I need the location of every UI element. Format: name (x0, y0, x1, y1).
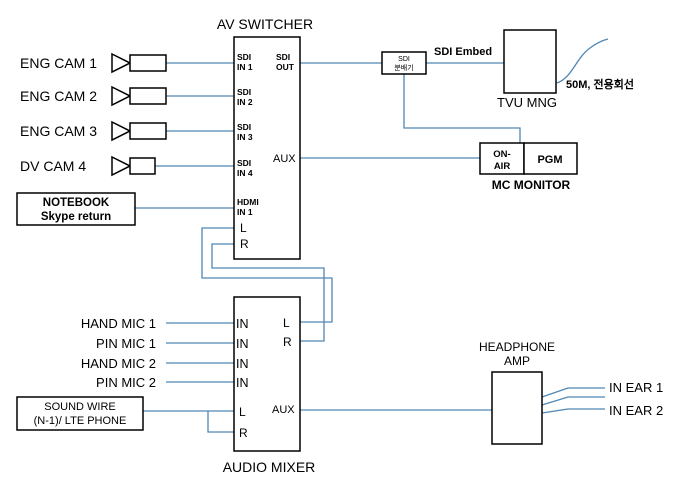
cam2-label: ENG CAM 2 (20, 88, 97, 104)
camera-1: ENG CAM 1 (20, 52, 167, 74)
notebook-box (16, 192, 136, 226)
mixer-in1-label: IN (236, 317, 249, 331)
switcher-in2-type: SDI (237, 87, 251, 97)
mixer-aux-label: AUX (272, 404, 295, 416)
camera-lens-icon (111, 120, 132, 142)
switcher-hdmi-num: IN 1 (237, 207, 253, 217)
sound-wire-label: SOUND WIRE (44, 401, 116, 413)
switcher-r-label: R (240, 237, 249, 251)
camera-4: DV CAM 4 (20, 155, 156, 177)
headphone-amp-label: HEADPHONE (479, 340, 555, 354)
monitor-onair-label: ON- (493, 149, 510, 160)
mc-monitor-title: MC MONITOR (492, 178, 571, 192)
camera-body (129, 122, 167, 140)
switcher-in3-num: IN 3 (237, 132, 253, 142)
wire-tvu-line (556, 38, 609, 84)
switcher-l-label: L (240, 221, 247, 235)
camera-body (129, 157, 156, 175)
headphone-amp-sublabel: AMP (504, 354, 530, 368)
mixer-in2-label: IN (236, 337, 249, 351)
wire-splitter-monitor (403, 74, 521, 143)
wire-in-ear-3 (541, 408, 605, 414)
wire-switcher-r (211, 243, 325, 342)
pin-mic-2-label: PIN MIC 2 (96, 375, 156, 390)
camera-body (129, 87, 167, 105)
audio-mixer-box (233, 296, 301, 452)
notebook-label: NOTEBOOK (43, 197, 110, 209)
wire-sound-wire-r (207, 411, 234, 433)
notebook-sublabel: Skype return (41, 211, 111, 223)
switcher-in3-type: SDI (237, 122, 251, 132)
switcher-sdi-out-label: OUT (276, 62, 295, 72)
wire-switcher-l (201, 227, 333, 323)
sound-wire-source: SOUND WIRE (N-1)/ LTE PHONE (16, 396, 144, 431)
switcher-aux-label: AUX (273, 153, 296, 165)
mixer-l-out-label: L (283, 316, 290, 330)
switcher-in4-num: IN 4 (237, 168, 253, 178)
in-ear-1-label: IN EAR 1 (609, 380, 663, 395)
switcher-hdmi-type: HDMI (237, 197, 259, 207)
mixer-r-in-label: R (239, 426, 248, 440)
audio-mixer-title: AUDIO MIXER (223, 459, 316, 475)
camera-lens-icon (111, 155, 132, 177)
line-label: 50M, 전용회선 (566, 77, 634, 91)
monitor-onair-sublabel: AIR (494, 161, 511, 172)
switcher-in2-num: IN 2 (237, 97, 253, 107)
switcher-in4-type: SDI (237, 158, 251, 168)
camera-lens-icon (111, 85, 132, 107)
sdi-splitter-label: SDI (398, 56, 410, 63)
monitor-onair-box (479, 142, 525, 175)
wire-in-ear-1 (541, 387, 605, 398)
sound-wire-box (16, 396, 144, 431)
tvu-mng: TVU MNG (497, 29, 557, 110)
camera-lens-icon (111, 52, 132, 74)
av-switcher-box (233, 36, 301, 260)
switcher-sdi-out-type: SDI (276, 52, 290, 62)
tvu-mng-label: TVU MNG (497, 95, 557, 110)
cam3-label: ENG CAM 3 (20, 123, 97, 139)
headphone-amp: HEADPHONE AMP (479, 340, 555, 445)
cam4-label: DV CAM 4 (20, 158, 86, 174)
wires (135, 38, 609, 433)
notebook-source: NOTEBOOK Skype return (16, 192, 136, 226)
hand-mic-1-label: HAND MIC 1 (81, 316, 156, 331)
sdi-embed-label: SDI Embed (434, 46, 492, 58)
hand-mic-2-label: HAND MIC 2 (81, 356, 156, 371)
sdi-splitter-box (381, 51, 427, 75)
audio-mixer: IN IN IN IN L R L R AUX AUDIO MIXER (223, 296, 316, 475)
mixer-in4-label: IN (236, 376, 249, 390)
headphone-amp-box (491, 371, 543, 445)
pin-mic-1-label: PIN MIC 1 (96, 336, 156, 351)
monitor-pgm-box (523, 142, 578, 175)
sdi-splitter: SDI 분배기 (381, 51, 427, 75)
camera-2: ENG CAM 2 (20, 85, 167, 107)
tvu-mng-box (503, 29, 557, 94)
monitor-pgm-label: PGM (537, 154, 562, 166)
mixer-r-out-label: R (283, 335, 292, 349)
switcher-in1-num: IN 1 (237, 62, 253, 72)
wire-in-ear-2 (541, 396, 605, 406)
cam1-label: ENG CAM 1 (20, 55, 97, 71)
mc-monitor: ON- AIR PGM MC MONITOR (479, 142, 578, 192)
switcher-in1-type: SDI (237, 52, 251, 62)
av-switcher: AV SWITCHER SDI IN 1 SDI IN 2 SDI IN 3 S… (217, 16, 313, 260)
in-ear-2-label: IN EAR 2 (609, 403, 663, 418)
camera-body (129, 54, 167, 72)
av-switcher-title: AV SWITCHER (217, 16, 313, 32)
camera-3: ENG CAM 3 (20, 120, 167, 142)
mixer-l-in-label: L (239, 405, 246, 419)
sdi-splitter-sublabel: 분배기 (394, 63, 413, 72)
mixer-in3-label: IN (236, 357, 249, 371)
sound-wire-sublabel: (N-1)/ LTE PHONE (34, 415, 127, 427)
